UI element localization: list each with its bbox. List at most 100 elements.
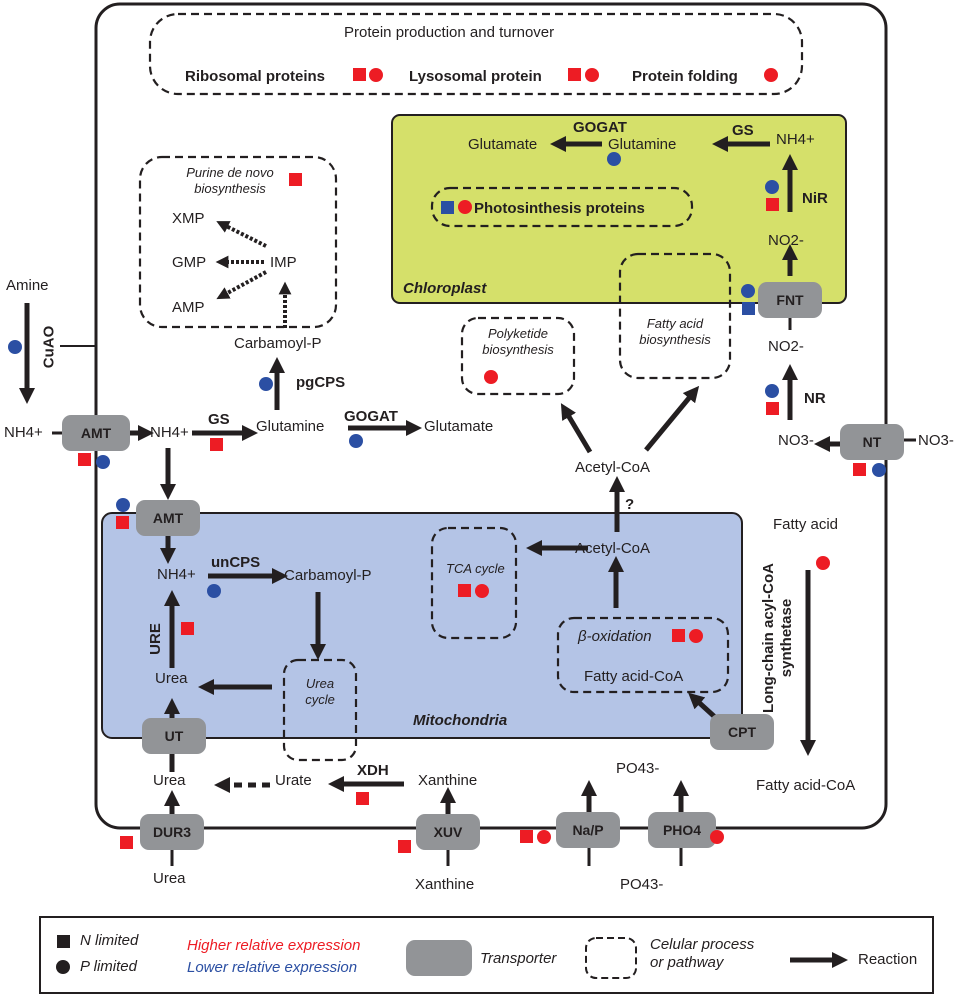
gmp-label: GMP bbox=[172, 254, 207, 271]
chloro-glutamate: Glutamate bbox=[468, 136, 538, 153]
tca-n-marker bbox=[458, 584, 471, 597]
legend-transporter-swatch bbox=[406, 940, 472, 976]
legend-process-swatch bbox=[585, 937, 637, 979]
legend-circle-icon bbox=[56, 960, 70, 974]
pho4-p-marker bbox=[710, 830, 724, 844]
urea-out-label: Urea bbox=[153, 870, 186, 887]
po4-in-label: PO43- bbox=[616, 760, 660, 777]
tca-process-box bbox=[430, 526, 518, 640]
fnt-transporter: FNT bbox=[758, 282, 822, 318]
legend-reaction: Reaction bbox=[858, 951, 918, 968]
polyketide-label: Polyketide biosynthesis bbox=[482, 326, 554, 357]
photo-n-marker bbox=[441, 201, 454, 214]
uncps-label: unCPS bbox=[211, 554, 261, 571]
beta-p-marker bbox=[689, 629, 703, 643]
chloro-gogat-p-marker bbox=[607, 152, 621, 166]
lysosomal-p-marker bbox=[585, 68, 599, 82]
protein-process-box bbox=[148, 12, 804, 96]
photo-p-marker bbox=[458, 200, 472, 214]
chloro-nh4: NH4+ bbox=[776, 131, 815, 148]
cpt-transporter: CPT bbox=[710, 714, 774, 750]
fatty-acid-label: Fatty acid bbox=[773, 516, 839, 533]
glutamine-label: Glutamine bbox=[256, 418, 325, 435]
purine-title: Purine de novo biosynthesis bbox=[186, 165, 274, 196]
tca-p-marker bbox=[475, 584, 489, 598]
legend-higher: Higher relative expression bbox=[187, 937, 361, 954]
urea-mid-label: Urea bbox=[153, 772, 186, 789]
po4-out-label: PO43- bbox=[620, 876, 664, 893]
fnt-n-marker bbox=[742, 302, 755, 315]
folding-p-marker bbox=[764, 68, 778, 82]
nir-label: NiR bbox=[802, 190, 828, 207]
nr-no2-label: NO2- bbox=[768, 338, 804, 355]
fatty-bio-label: Fatty acid biosynthesis bbox=[639, 316, 711, 347]
beta-oxidation-label: β-oxidation bbox=[578, 628, 652, 645]
polyketide-process-box bbox=[460, 316, 576, 396]
ure-label: URE bbox=[146, 623, 164, 655]
mito-acetyl-label: Acetyl-CoA bbox=[575, 540, 651, 557]
purine-n-marker bbox=[289, 173, 302, 186]
question-mark: ? bbox=[625, 496, 635, 513]
ribosomal-label: Ribosomal proteins bbox=[185, 68, 326, 85]
ribosomal-p-marker bbox=[369, 68, 383, 82]
arrow-imp-amp bbox=[216, 270, 267, 300]
cuao-label: CuAO bbox=[40, 325, 58, 369]
legend-square-icon bbox=[57, 935, 70, 948]
gogat-label: GOGAT bbox=[344, 408, 398, 425]
nap-n-marker bbox=[520, 830, 533, 843]
arrow-fatty-bio bbox=[644, 385, 700, 452]
nh4-in-label: NH4+ bbox=[150, 424, 189, 441]
tca-label: TCA cycle bbox=[446, 561, 505, 576]
polyketide-p-marker bbox=[484, 370, 498, 384]
legend-box bbox=[39, 916, 934, 994]
lysosomal-n-marker bbox=[568, 68, 581, 81]
uncps-p-marker bbox=[207, 584, 221, 598]
lcas-p-marker bbox=[816, 556, 830, 570]
xuv-n-marker bbox=[398, 840, 411, 853]
chloro-gogat: GOGAT bbox=[573, 119, 627, 136]
amt-mito-n-marker bbox=[116, 516, 129, 529]
amp-label: AMP bbox=[172, 299, 205, 316]
pgcps-p-marker bbox=[259, 377, 273, 391]
urea-cycle-box bbox=[282, 658, 358, 762]
legend-p-limited: P limited bbox=[80, 958, 137, 975]
legend-n-limited: N limited bbox=[80, 932, 139, 949]
chloro-no2: NO2- bbox=[768, 232, 804, 249]
arrow-polyketide bbox=[560, 403, 593, 454]
nr-label: NR bbox=[804, 390, 826, 407]
pho4-transporter: PHO4 bbox=[648, 812, 716, 848]
legend-lower: Lower relative expression bbox=[187, 959, 358, 976]
gs-label: GS bbox=[208, 411, 230, 428]
lysosomal-label: Lysosomal protein bbox=[409, 68, 542, 85]
no3-in-label: NO3- bbox=[778, 432, 814, 449]
nt-p-marker bbox=[872, 463, 886, 477]
mito-nh4-label: NH4+ bbox=[157, 566, 196, 583]
nr-n-marker bbox=[766, 402, 779, 415]
mitochondria-label: Mitochondria bbox=[413, 712, 508, 729]
fatty-acid-biosynthesis-box bbox=[618, 252, 732, 380]
nh4-out-label: NH4+ bbox=[4, 424, 43, 441]
dur3-transporter: DUR3 bbox=[140, 814, 204, 850]
nt-n-marker bbox=[853, 463, 866, 476]
nir-n-marker bbox=[766, 198, 779, 211]
fnt-p-marker bbox=[741, 284, 755, 298]
pgcps-label: pgCPS bbox=[296, 374, 346, 391]
ut-transporter: UT bbox=[142, 718, 206, 754]
fatty-acid-coa-label: Fatty acid-CoA bbox=[756, 777, 856, 794]
xdh-n-marker bbox=[356, 792, 369, 805]
amt-n-marker bbox=[78, 453, 91, 466]
xmp-label: XMP bbox=[172, 210, 205, 227]
photo-label: Photosinthesis proteins bbox=[474, 200, 645, 217]
beta-oxidation-box bbox=[556, 616, 730, 694]
xanthine-out-label: Xanthine bbox=[415, 876, 475, 893]
nap-transporter: Na/P bbox=[556, 812, 620, 848]
protein-title: Protein production and turnover bbox=[344, 24, 555, 41]
urate-label: Urate bbox=[275, 772, 312, 789]
mitochondria-compartment bbox=[101, 512, 743, 739]
mito-urea-label: Urea bbox=[155, 670, 188, 687]
photosynthesis-process-box bbox=[430, 186, 694, 228]
urea-cycle-label: Urea cycle bbox=[305, 676, 335, 707]
chloro-gs: GS bbox=[732, 122, 754, 139]
amt-mito-p-marker bbox=[116, 498, 130, 512]
